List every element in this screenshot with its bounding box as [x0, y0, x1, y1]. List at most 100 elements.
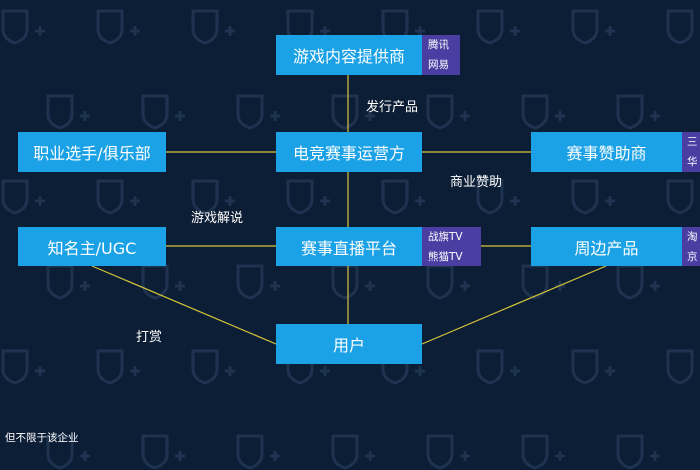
watermark-plus-icon [555, 451, 565, 461]
watermark-shield-icon [46, 94, 74, 130]
watermark-shield-icon [96, 9, 124, 45]
watermark-shield-icon [381, 179, 409, 215]
node-game-provider: 游戏内容提供商 [276, 35, 422, 75]
watermark-shield-icon [331, 434, 359, 470]
watermark-plus-icon [650, 111, 660, 121]
watermark-plus-icon [35, 196, 45, 206]
tag-item: 战旗TV [428, 230, 463, 243]
watermark-plus-icon [460, 451, 470, 461]
watermark-shield-icon [616, 434, 644, 470]
tag-item: 网易 [428, 59, 449, 71]
watermark-shield-icon [1, 9, 29, 45]
watermark-plus-icon [175, 111, 185, 121]
tag-item: 熊猫TV [428, 250, 463, 263]
watermark-plus-icon [320, 196, 330, 206]
watermark-plus-icon [225, 366, 235, 376]
watermark-shield-icon [426, 94, 454, 130]
watermark-shield-icon [616, 264, 644, 300]
watermark-plus-icon [460, 281, 470, 291]
watermark-shield-icon [96, 179, 124, 215]
watermark-plus-icon [270, 281, 280, 291]
watermark-plus-icon [510, 26, 520, 36]
watermark-shield-icon [521, 434, 549, 470]
watermark-plus-icon [320, 26, 330, 36]
node-sponsor: 赛事赞助商 [531, 132, 682, 172]
watermark-plus-icon [415, 196, 425, 206]
watermark-shield-icon [521, 264, 549, 300]
watermark-shield-icon [236, 94, 264, 130]
watermark-shield-icon [236, 264, 264, 300]
tag-item: 淘 [687, 230, 698, 243]
watermark-shield-icon [426, 264, 454, 300]
watermark-shield-icon [666, 179, 694, 215]
watermark-plus-icon [35, 26, 45, 36]
watermark-shield-icon [666, 9, 694, 45]
node-live-platform: 赛事直播平台 [276, 227, 422, 266]
label-commentary: 游戏解说 [191, 211, 244, 226]
watermark-plus-icon [35, 366, 45, 376]
node-pro-players: 职业选手/俱乐部 [18, 132, 166, 172]
watermark-plus-icon [270, 111, 280, 121]
tag-live-platform: 战旗TV 熊猫TV [422, 227, 481, 266]
tag-item: 三 [687, 136, 698, 148]
watermark-shield-icon [381, 349, 409, 385]
tag-merch: 淘 京 [682, 227, 700, 266]
watermark-shield-icon [286, 179, 314, 215]
watermark-shield-icon [331, 94, 359, 130]
tag-item: 腾讯 [428, 39, 449, 51]
watermark-shield-icon [521, 94, 549, 130]
watermark-shield-icon [426, 434, 454, 470]
watermark-shield-icon [1, 349, 29, 385]
watermark-plus-icon [365, 111, 375, 121]
tag-game-provider: 腾讯 网易 [422, 35, 460, 75]
watermark-shield-icon [476, 9, 504, 45]
watermark-plus-icon [415, 366, 425, 376]
watermark-plus-icon [80, 111, 90, 121]
node-creator: 知名主/UGC [18, 227, 166, 266]
edge-merch-user [421, 265, 607, 345]
watermark-shield-icon [141, 434, 169, 470]
watermark-plus-icon [175, 281, 185, 291]
label-business-sponsor: 商业赞助 [450, 175, 503, 190]
watermark-plus-icon [415, 26, 425, 36]
node-esports-operator: 电竞赛事运营方 [276, 132, 422, 172]
footnote: 但不限于该企业 [5, 432, 79, 444]
watermark-shield-icon [331, 264, 359, 300]
watermark-plus-icon [130, 26, 140, 36]
watermark-plus-icon [225, 196, 235, 206]
watermark-shield-icon [96, 349, 124, 385]
watermark-shield-icon [191, 179, 219, 215]
node-merch: 周边产品 [531, 227, 682, 266]
watermark-plus-icon [555, 111, 565, 121]
watermark-shield-icon [46, 264, 74, 300]
watermark-shield-icon [46, 434, 74, 470]
label-publish: 发行产品 [366, 100, 419, 115]
watermark-plus-icon [225, 26, 235, 36]
watermark-shield-icon [616, 94, 644, 130]
watermark-plus-icon [175, 451, 185, 461]
watermark-shield-icon [286, 349, 314, 385]
tag-item: 京 [687, 250, 698, 263]
watermark-plus-icon [650, 451, 660, 461]
watermark-plus-icon [460, 111, 470, 121]
watermark-plus-icon [270, 451, 280, 461]
watermark-plus-icon [650, 281, 660, 291]
watermark-plus-icon [605, 196, 615, 206]
watermark-plus-icon [510, 196, 520, 206]
node-user: 用户 [276, 324, 422, 364]
watermark-plus-icon [605, 26, 615, 36]
watermark-shield-icon [476, 179, 504, 215]
watermark-plus-icon [80, 451, 90, 461]
watermark-shield-icon [571, 349, 599, 385]
watermark-shield-icon [476, 349, 504, 385]
watermark-plus-icon [605, 366, 615, 376]
watermark-shield-icon [1, 179, 29, 215]
watermark-plus-icon [130, 366, 140, 376]
label-tip: 打赏 [136, 330, 163, 345]
watermark-shield-icon [236, 434, 264, 470]
watermark-shield-icon [571, 9, 599, 45]
watermark-shield-icon [571, 179, 599, 215]
watermark-shield-icon [141, 94, 169, 130]
edge-creator-user [91, 265, 277, 345]
